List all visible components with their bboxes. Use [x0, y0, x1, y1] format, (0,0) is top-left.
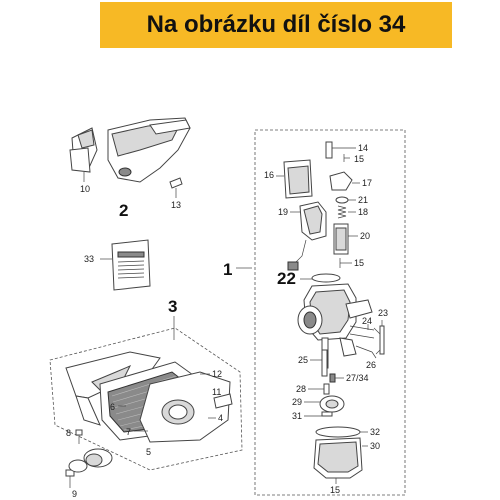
part-23-tube: [373, 320, 385, 355]
label-12: 12: [212, 369, 222, 379]
title-text: Na obrázku díl číslo 34: [146, 11, 406, 38]
part-15a-screw: [343, 154, 350, 162]
part-31-pin: [304, 411, 333, 417]
part-32-gasket: [315, 426, 368, 438]
label-25: 25: [298, 355, 308, 365]
label-30: 30: [370, 441, 380, 451]
label-15a: 15: [354, 154, 364, 164]
label-18: 18: [358, 207, 368, 217]
label-26: 26: [366, 360, 376, 370]
label-31: 31: [292, 411, 302, 421]
label-6: 6: [110, 402, 115, 412]
part-9-screw: [65, 469, 75, 488]
label-29: 29: [292, 397, 302, 407]
label-17: 17: [362, 178, 372, 188]
label-14: 14: [358, 143, 368, 153]
part-29-float: [304, 395, 345, 413]
part-2-intake-duct: [107, 117, 191, 183]
label-9: 9: [72, 489, 77, 499]
group-3-dashed-outline: [49, 327, 243, 471]
label-21: 21: [358, 195, 368, 205]
group-label-3: 3: [168, 297, 177, 316]
label-7: 7: [126, 427, 131, 437]
label-15b: 15: [354, 258, 364, 268]
label-32: 32: [370, 427, 380, 437]
part-18-spring: [337, 205, 356, 219]
label-5: 5: [146, 447, 151, 457]
part-17-cap: [329, 171, 360, 191]
label-19: 19: [278, 207, 288, 217]
group-label-22: 22: [277, 269, 296, 288]
part-14-pin: [325, 141, 356, 159]
part-intake-boot-clamp: [68, 448, 113, 473]
part-25-needle: [310, 349, 328, 377]
group-1-dashed-outline: [254, 129, 406, 496]
label-11: 11: [212, 387, 221, 397]
part-22-o-ring: [300, 273, 341, 283]
part-33-label-sticker: [100, 239, 151, 291]
part-10-vent-flap: [69, 127, 98, 182]
part-19-choke: [287, 201, 327, 271]
label-8: 8: [66, 428, 71, 438]
part-34-jet: [329, 373, 344, 383]
label-24: 24: [362, 316, 372, 326]
label-4: 4: [218, 413, 223, 423]
part-30-float-bowl: [313, 437, 368, 484]
group-label-1: 1: [223, 260, 232, 279]
part-28-jet: [308, 383, 330, 395]
label-20: 20: [360, 231, 370, 241]
label-10: 10: [80, 184, 90, 194]
part-24-screws: [349, 324, 375, 339]
carburetor-body: [297, 283, 373, 369]
part-26-screw: [355, 345, 377, 359]
label-33: 33: [84, 254, 94, 264]
group-label-2: 2: [119, 201, 128, 220]
part-20-slide: [333, 223, 358, 255]
part-16-cover: [276, 159, 313, 199]
part-15b-screw: [339, 258, 352, 268]
label-16: 16: [264, 170, 274, 180]
label-28: 28: [296, 384, 306, 394]
part-13-screw: [169, 177, 183, 198]
part-3-air-filter-housing: [65, 351, 233, 443]
label-23: 23: [378, 308, 388, 318]
label-13: 13: [171, 200, 181, 210]
title-banner: Na obrázku díl číslo 34: [100, 2, 452, 48]
part-21-washer: [335, 196, 356, 204]
label-27-34: 27/34: [346, 373, 369, 383]
label-15c: 15: [330, 485, 340, 495]
part-8-screw: [75, 429, 83, 444]
